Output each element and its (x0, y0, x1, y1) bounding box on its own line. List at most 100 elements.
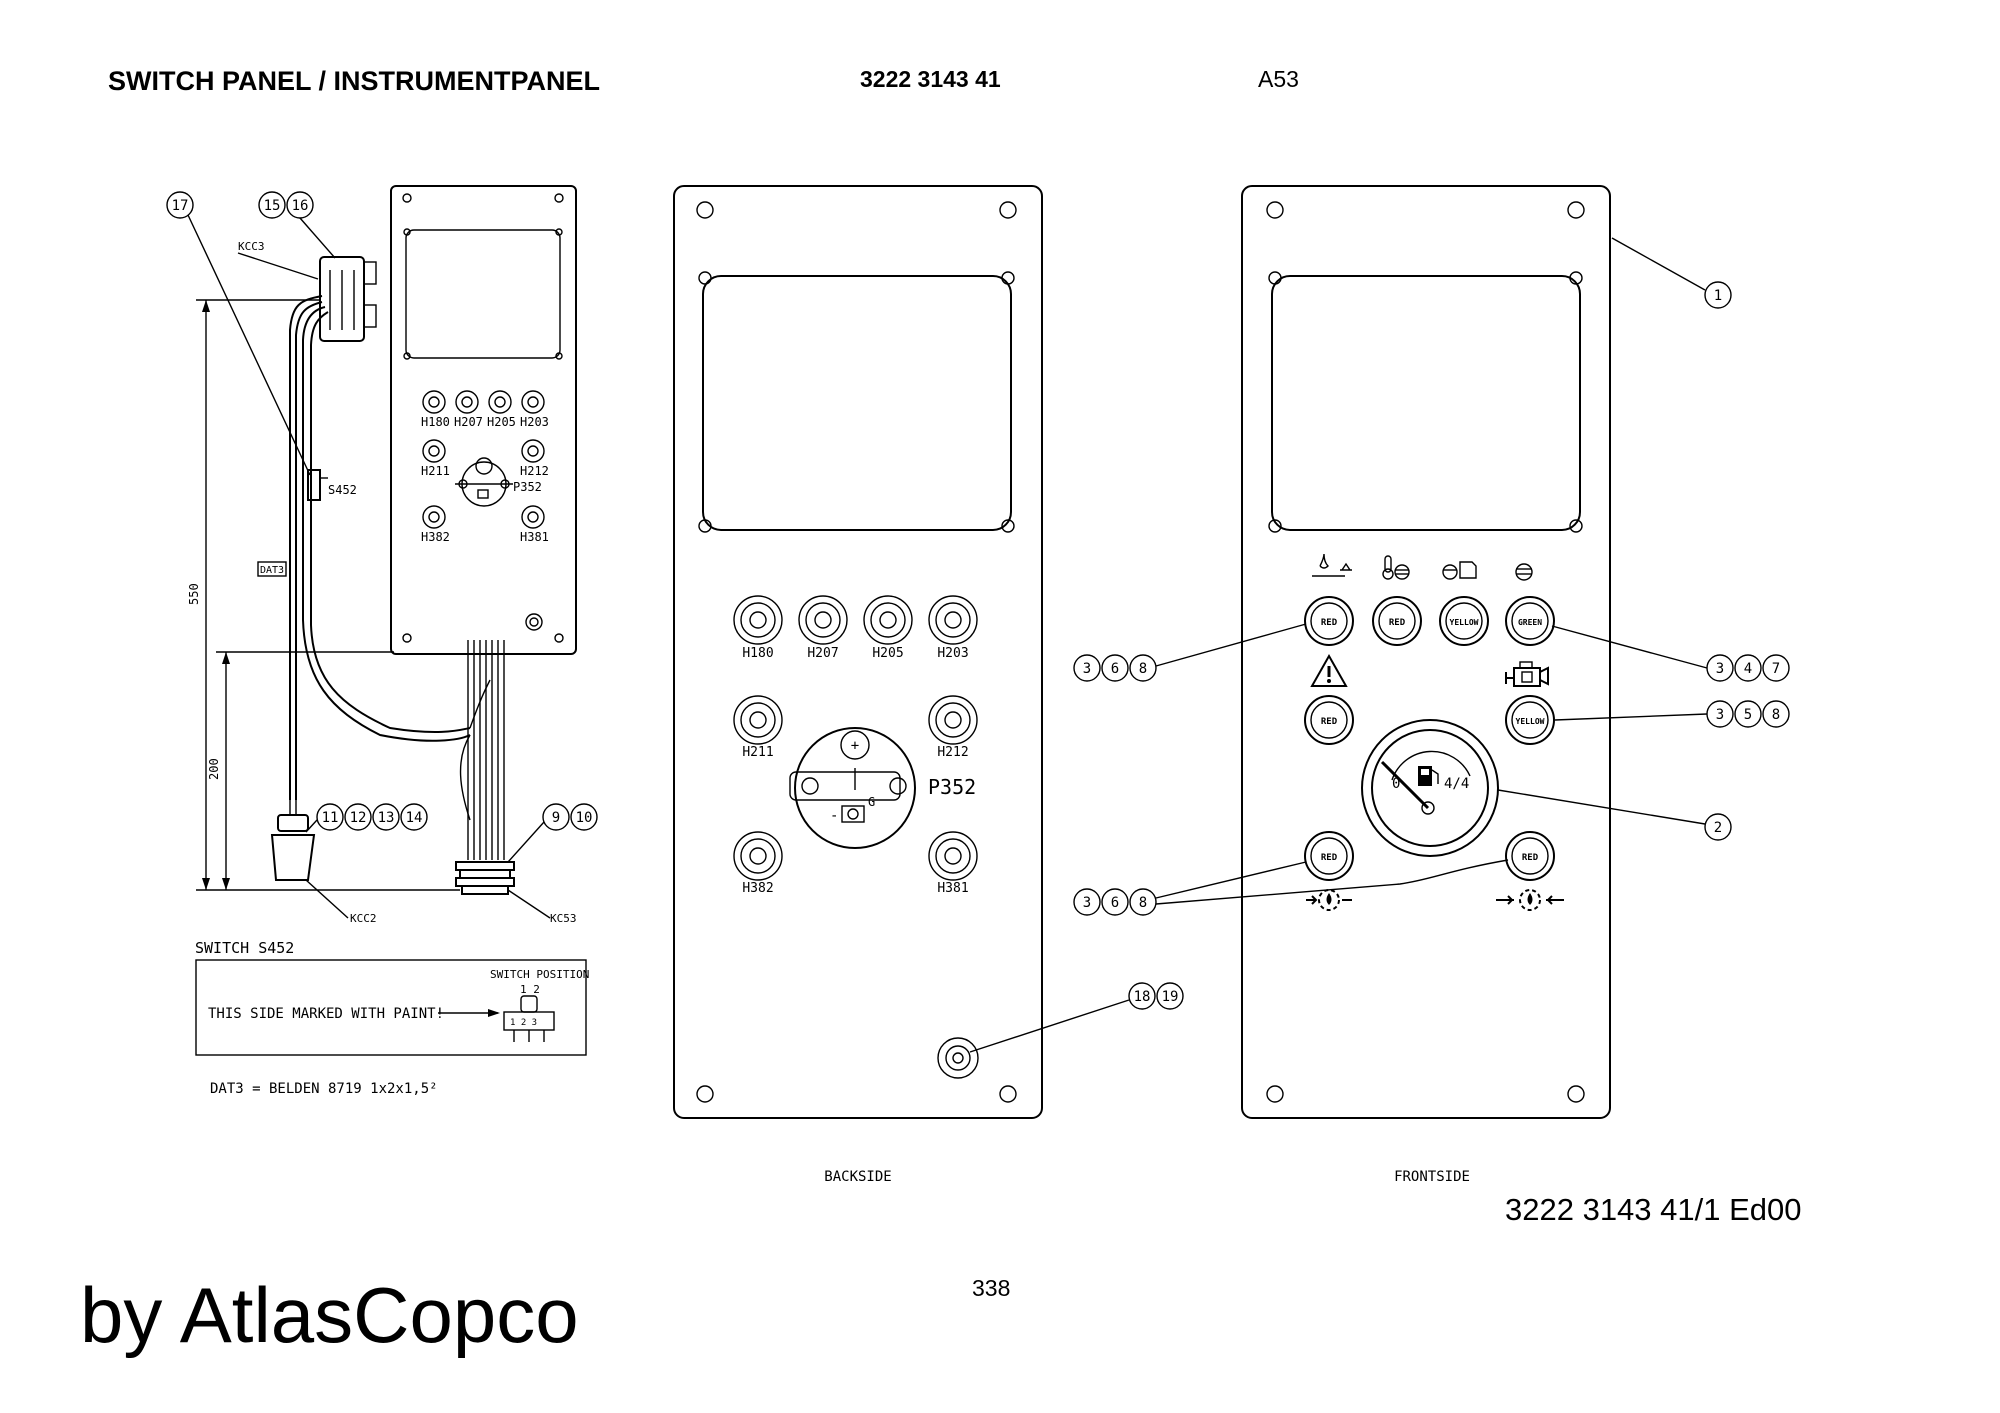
small-lamp-label: H203 (520, 415, 549, 429)
frontside-view: RED RED YELLOW GREEN RED YELLOW (1073, 185, 1790, 1185)
switch-detail: SWITCH S452 THIS SIDE MARKED WITH PAINT!… (195, 939, 589, 1097)
gauge-back: + G - (789, 727, 916, 849)
small-lamp (521, 439, 545, 463)
dim-550: 550 (187, 583, 201, 605)
callout-balloon (1128, 982, 1156, 1010)
callout-balloon (1762, 654, 1790, 682)
indicator-light-yellow (1505, 695, 1555, 745)
callout-number: 19 (1162, 989, 1179, 1005)
lamp-holder (928, 831, 978, 881)
small-lamp-label: H180 (421, 415, 450, 429)
cable-dat3 (295, 301, 323, 800)
switch-position-label: SWITCH POSITION (490, 968, 589, 981)
hydraulic-filter-icon (1306, 889, 1352, 911)
leader-line (1155, 859, 1509, 905)
callout-balloon (344, 803, 372, 831)
small-gauge (455, 457, 513, 507)
small-display-window (405, 229, 561, 359)
small-lamp (521, 505, 545, 529)
mount-hole (1001, 519, 1015, 533)
small-lamp (422, 505, 446, 529)
connector-kcc2 (270, 800, 316, 881)
lamp-label: H211 (742, 745, 773, 760)
small-lamp (422, 390, 446, 414)
callout-number: 3 (1716, 707, 1724, 723)
leader-line (507, 821, 545, 863)
switch-position-numbers: 1 2 (520, 983, 540, 996)
lamp-label: H382 (742, 881, 773, 896)
mount-hole (1569, 519, 1583, 533)
switch-terminal-numbers: 1 2 3 (510, 1018, 537, 1028)
callout-number: 12 (350, 810, 367, 826)
callout-number: 6 (1111, 895, 1119, 911)
switch-toggle (520, 995, 538, 1013)
indicator-light-red (1505, 831, 1555, 881)
small-lamp-label: H212 (520, 464, 549, 478)
mount-hole (696, 1085, 714, 1103)
callout-balloon (258, 191, 286, 219)
kc53-label: KC53 (550, 912, 577, 925)
mount-hole (999, 1085, 1017, 1103)
mount-hole (696, 201, 714, 219)
leader-line (1155, 861, 1307, 899)
dimension-arrow (222, 878, 230, 890)
callout-number: 3 (1083, 661, 1091, 677)
indicator-label: YELLOW (1450, 618, 1479, 627)
side-view: H180 H207 H205 H203 H211 H212 H382 H381 … (166, 185, 598, 925)
switch-detail-box (195, 959, 587, 1056)
kcc3-label: KCC3 (238, 240, 265, 253)
paint-note: THIS SIDE MARKED WITH PAINT! (208, 1006, 444, 1022)
frontside-label: FRONTSIDE (1394, 1169, 1470, 1185)
mount-hole (698, 519, 712, 533)
brand-text: by AtlasCopco (80, 1271, 579, 1359)
s452-label: S452 (328, 483, 357, 497)
callout-balloon (1101, 888, 1129, 916)
lamp-holder (733, 831, 783, 881)
callout-balloon (316, 803, 344, 831)
callout-number: 13 (378, 810, 395, 826)
indicator-light-red (1304, 695, 1354, 745)
lamp-label: H207 (807, 646, 838, 661)
backside-label: BACKSIDE (824, 1169, 891, 1185)
callout-balloon (1101, 654, 1129, 682)
mount-hole (1567, 1085, 1585, 1103)
callout-number: 1 (1714, 288, 1722, 304)
dimension-arrow (202, 878, 210, 890)
frontside-panel-outline (1241, 185, 1611, 1119)
gauge-g-terminal: G (868, 795, 875, 809)
backside-view: H180 H207 H205 H203 H211 H212 H382 H381 … (673, 185, 1184, 1185)
dat3-tag-label: DAT3 (260, 565, 284, 576)
engine-icon (1505, 661, 1549, 687)
callout-balloon (542, 803, 570, 831)
small-panel-hole (402, 193, 412, 203)
callout-number: 7 (1772, 661, 1780, 677)
cable-harness (302, 306, 471, 742)
small-lamp-label: H205 (487, 415, 516, 429)
indicator-label: RED (1522, 853, 1539, 863)
callout-number: 17 (172, 198, 189, 214)
switch-detail-title: SWITCH S452 (195, 939, 294, 957)
callout-balloon (1704, 813, 1732, 841)
callout-number: 3 (1716, 661, 1724, 677)
display-window (702, 275, 1012, 531)
indicator-label: YELLOW (1516, 717, 1545, 726)
hydraulic-pressure-icon (1496, 889, 1564, 911)
lamp-holder (928, 695, 978, 745)
gauge-plus-terminal: + (851, 738, 859, 754)
callout-number: 4 (1744, 661, 1752, 677)
gauge-minus-terminal: - (830, 808, 838, 824)
mount-hole (1268, 519, 1282, 533)
mount-hole (1266, 201, 1284, 219)
callout-balloon (1073, 888, 1101, 916)
leader-line (1554, 713, 1708, 721)
callout-number: 3 (1083, 895, 1091, 911)
mount-hole (1569, 271, 1583, 285)
small-lamp-label: H382 (421, 530, 450, 544)
callout-balloon (372, 803, 400, 831)
warning-triangle-icon (1310, 653, 1348, 687)
sheet-title: SWITCH PANEL / INSTRUMENTPANEL (108, 66, 600, 96)
small-lamp-label: H381 (520, 530, 549, 544)
dimension-arrow (202, 300, 210, 312)
connector-kc53 (455, 861, 515, 895)
